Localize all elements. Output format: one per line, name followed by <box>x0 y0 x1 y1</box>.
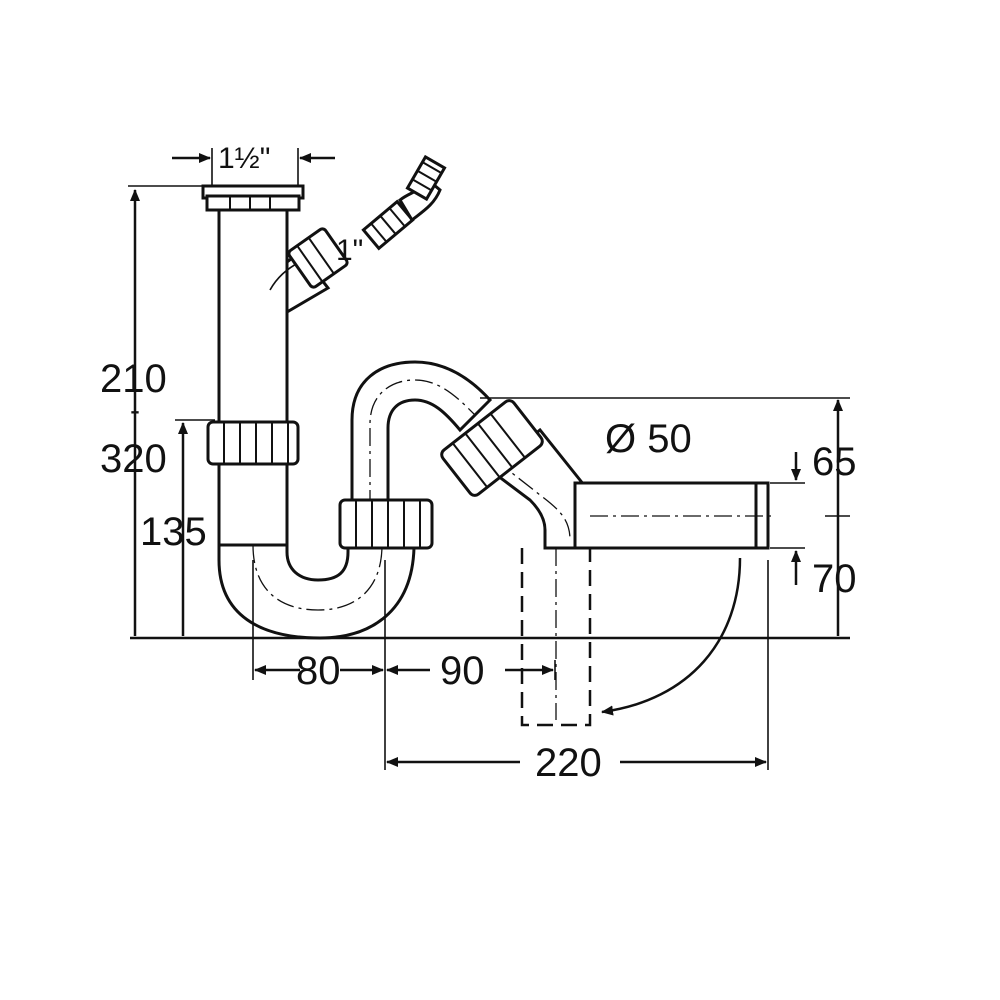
label-height-top: 210 <box>100 357 167 401</box>
label-swing-width: 90 <box>440 649 485 693</box>
dimension-lines <box>128 148 850 770</box>
label-offset-upper: 65 <box>812 440 857 484</box>
trap-nut <box>338 498 434 550</box>
inlet-collar <box>205 194 301 212</box>
label-outlet-length: 220 <box>535 741 602 785</box>
label-inlet-diameter: 1½" <box>218 142 270 175</box>
dimension-labels: 1½" 1" 210 - 320 135 Ø 50 65 70 80 90 22… <box>100 142 857 785</box>
swivel-nut <box>440 399 544 497</box>
label-side-inlet: 1" <box>336 234 363 267</box>
label-outlet-diameter: Ø 50 <box>605 417 692 461</box>
trap-riser <box>350 360 493 510</box>
label-offset-lower: 70 <box>812 557 857 601</box>
label-height-lower: 135 <box>140 510 207 554</box>
loose-hose-elbow <box>361 154 447 251</box>
inlet-nut <box>206 420 300 466</box>
inlet-tube <box>217 203 289 432</box>
siphon-pipe-assembly <box>201 154 772 727</box>
label-height-sep: - <box>130 394 140 427</box>
alternative-vertical-outlet <box>520 548 592 727</box>
u-bend <box>217 543 416 640</box>
side-inlet-branch <box>269 227 349 315</box>
label-trap-width: 80 <box>296 649 341 693</box>
inlet-tube-lower <box>217 458 289 550</box>
label-height-bottom: 320 <box>100 437 167 481</box>
rotation-arrow <box>601 557 742 716</box>
